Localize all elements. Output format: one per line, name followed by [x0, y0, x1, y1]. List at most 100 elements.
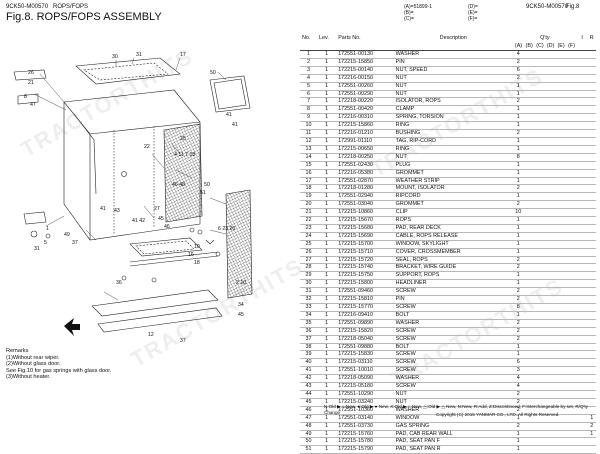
cell-qty-a: 4 [516, 375, 520, 382]
cell-qty-c [534, 58, 545, 66]
cell-qty-b [524, 422, 535, 430]
cell-description: CLAMP [395, 106, 415, 113]
cell-no: 39 [305, 351, 312, 358]
cell-r [587, 264, 596, 272]
cell-qty-f [566, 343, 577, 351]
cell-qty-d [545, 122, 556, 130]
cell-r [587, 367, 596, 375]
cell-qty-a: 1 [516, 232, 520, 239]
cell-description: NUT [395, 74, 407, 81]
cell-i [577, 351, 588, 359]
cell-i [577, 82, 588, 90]
cell-r [587, 248, 596, 256]
cell-qty-f [566, 351, 577, 359]
cell-no: 29 [305, 272, 312, 279]
cell-i [577, 296, 588, 304]
cell-qty-c [534, 169, 545, 177]
cell-qty-c [534, 177, 545, 185]
cell-qty-f [566, 169, 577, 177]
cell-qty-e [555, 367, 566, 375]
cell-description: SCREW [395, 367, 416, 374]
cell-no: 2 [307, 58, 311, 65]
cell-description: RING [395, 122, 410, 129]
cell-qty-f [566, 130, 577, 138]
cell-qty-a: 4 [516, 51, 520, 57]
cell-qty-d [545, 351, 556, 359]
cell-qty-d [545, 224, 556, 232]
cell-no: 23 [305, 224, 312, 231]
cell-i [577, 438, 588, 446]
cell-qty-c [534, 193, 545, 201]
cell-qty-a: 1 [516, 106, 520, 113]
cell-qty-d [545, 327, 556, 335]
cell-part-no: 172551-00130 [338, 51, 373, 57]
cell-qty-f [566, 422, 577, 430]
cell-lev: 1 [325, 193, 329, 200]
cell-qty-f [566, 90, 577, 98]
cell-no: 35 [305, 319, 312, 326]
cell-qty-b [524, 122, 535, 130]
cell-qty-f [566, 288, 577, 296]
cell-qty-a: 2 [516, 130, 520, 137]
cell-qty-e [555, 248, 566, 256]
cell-qty-c [534, 359, 545, 367]
parts-table: No. Lev. Parts No. Description Q'ty I R … [300, 34, 596, 454]
cell-r [587, 359, 596, 367]
cell-no: 31 [305, 288, 312, 295]
cell-qty-c [534, 232, 545, 240]
cell-qty-e [555, 296, 566, 304]
cell-qty-d [545, 390, 556, 398]
cell-qty-c [534, 430, 545, 438]
cell-part-no: 172215-00140 [338, 66, 373, 73]
remark-line: See Fig.10 for gas springs with glass do… [6, 367, 112, 374]
cell-qty-e [555, 311, 566, 319]
qty-col-d: (D) [546, 43, 555, 49]
callout: 31 [34, 246, 40, 252]
cell-i [577, 414, 588, 422]
cell-description: WASHER [395, 375, 420, 382]
cell-lev: 1 [325, 74, 329, 81]
cell-qty-a: 1 [516, 122, 520, 129]
footer-legend: N:Old ▶ ○ New, ●:Old ▶ ● New, X:Old ▶ ○ … [324, 404, 588, 415]
cell-qty-e [555, 74, 566, 82]
cell-part-no: 172215-15800 [338, 280, 373, 287]
remark-line: (2)Without glass door. [6, 361, 61, 368]
cell-description: BUSHING [395, 130, 421, 137]
cell-r [587, 193, 596, 201]
cell-qty-c [534, 209, 545, 217]
cell-qty-c [534, 90, 545, 98]
qty-col-a: (A) [514, 43, 523, 49]
cell-description: RING [395, 145, 410, 152]
cell-no: 47 [305, 414, 312, 421]
cell-qty-c [534, 185, 545, 193]
cell-qty-e [555, 422, 566, 430]
cell-qty-a: 3 [516, 367, 520, 374]
cell-qty-a: 2 [516, 422, 520, 429]
model-line: (D)= [468, 4, 478, 10]
cell-i [577, 264, 588, 272]
cell-qty-c [534, 375, 545, 383]
cell-no: 16 [305, 169, 312, 176]
callout: 26 [28, 70, 34, 76]
cell-qty-d [545, 359, 556, 367]
cell-qty-c [534, 161, 545, 169]
cell-lev: 1 [325, 106, 329, 113]
cell-lev: 1 [325, 296, 329, 303]
cell-description: PAD, SEAT PAN R [395, 446, 441, 453]
cell-qty-a: 1 [516, 193, 520, 200]
cell-qty-c [534, 288, 545, 296]
cell-lev: 1 [325, 430, 329, 437]
cell-i [577, 248, 588, 256]
cell-qty-e [555, 106, 566, 114]
cell-description: HEADLINER [395, 280, 427, 287]
model-block: (D)= (E)= (F)= [468, 4, 478, 22]
cell-qty-c [534, 327, 545, 335]
cell-r [587, 438, 596, 446]
cell-qty-f [566, 256, 577, 264]
cell-qty-f [566, 74, 577, 82]
